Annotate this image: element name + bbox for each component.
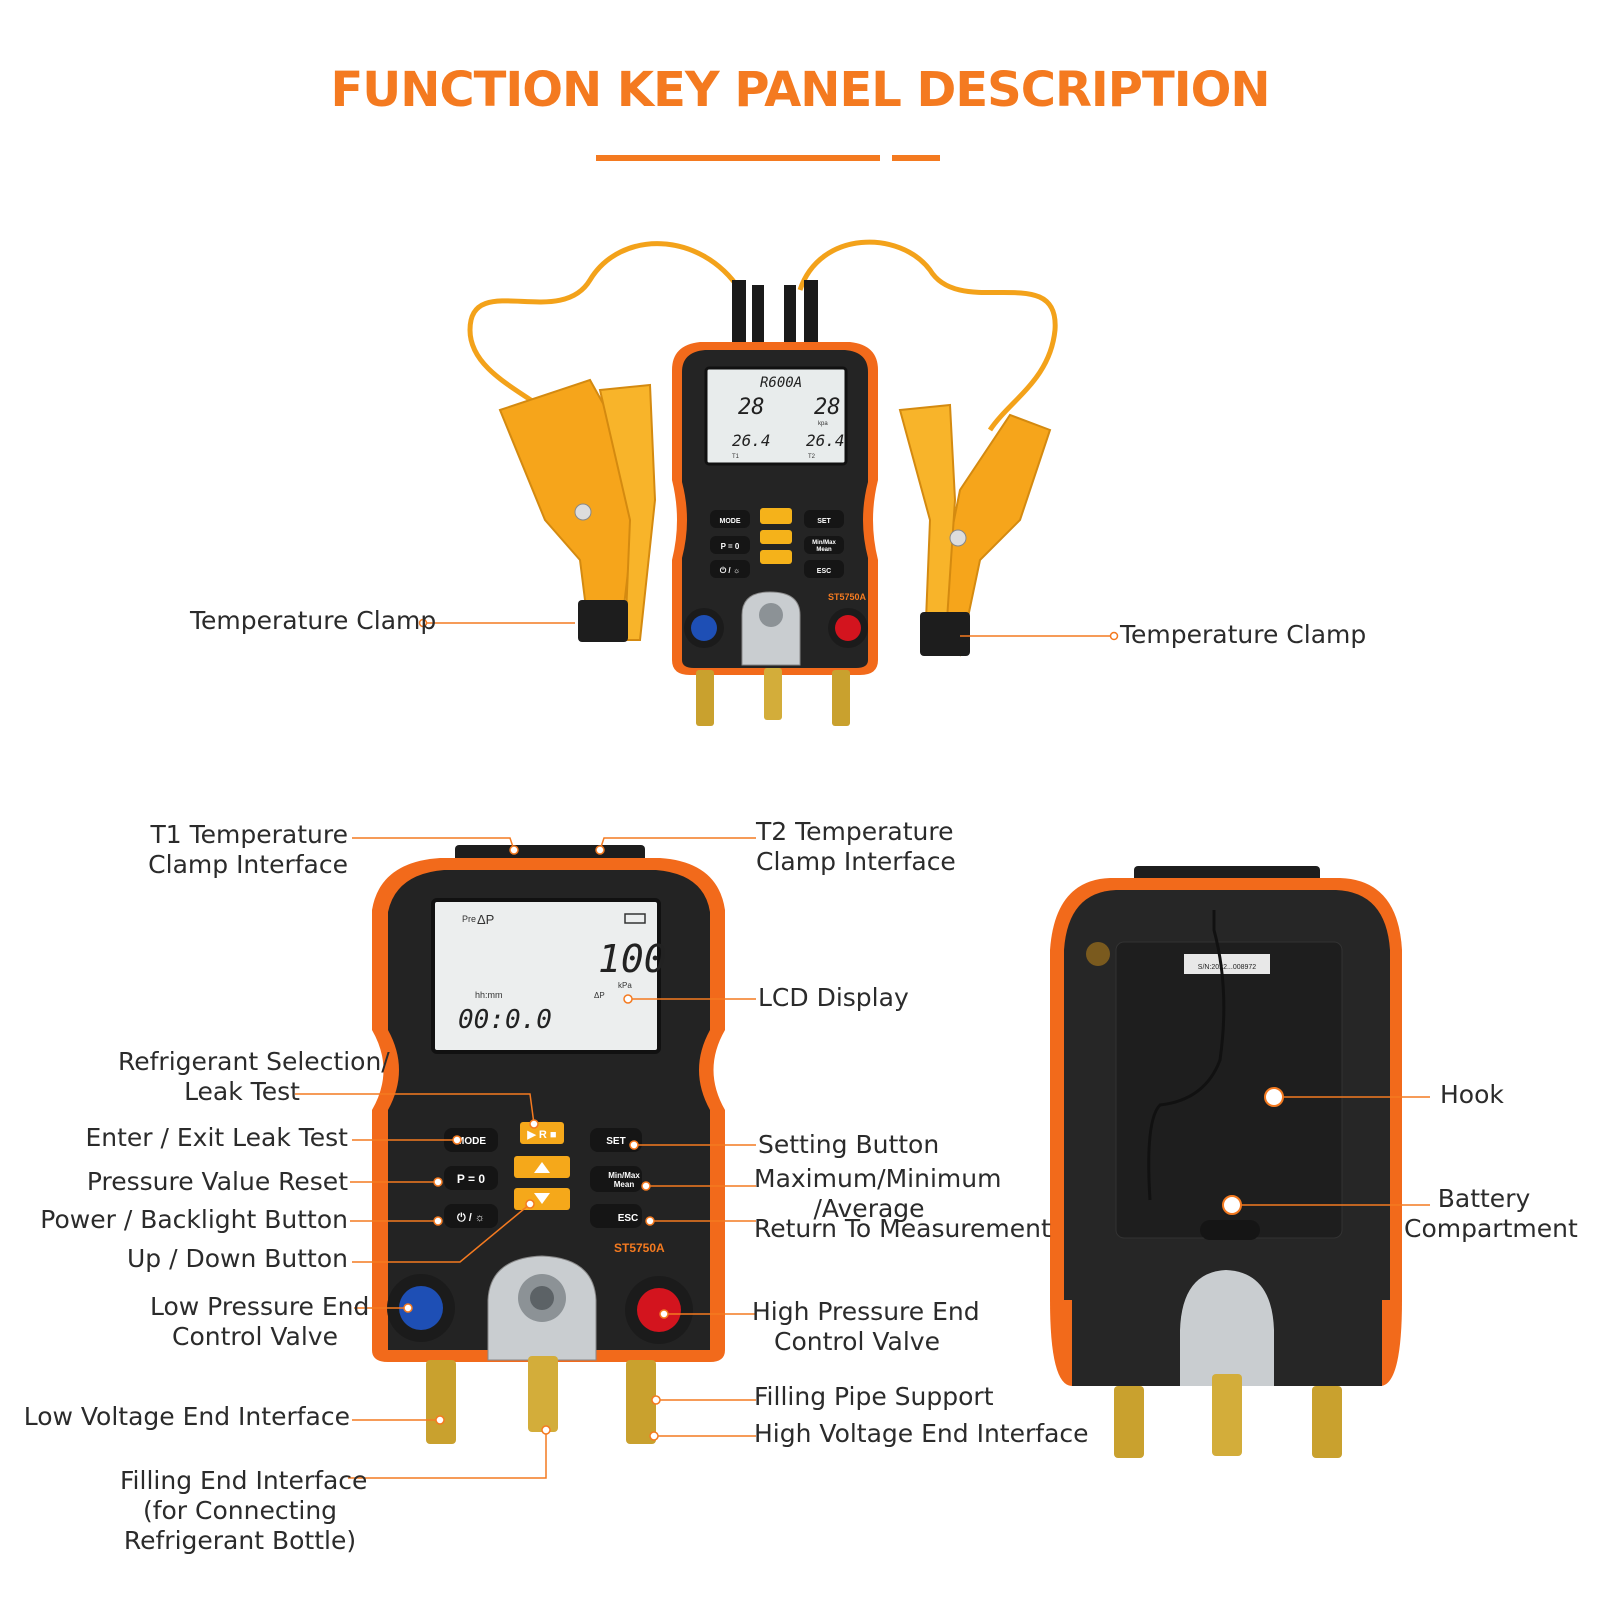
svg-text:Mean: Mean: [614, 1180, 635, 1189]
title-underline-long: [596, 155, 880, 161]
label-return-to-measurement: Return To Measurement: [754, 1214, 1051, 1243]
title-underline-short: [892, 155, 940, 161]
svg-text:ESC: ESC: [817, 568, 831, 575]
label-t1-interface: T1 Temperature Clamp Interface: [148, 820, 348, 879]
svg-text:R600A: R600A: [760, 375, 802, 391]
connector-right: [804, 280, 818, 350]
back-device: S/N:2022...008972: [1050, 866, 1402, 1458]
label-pressure-value-reset: Pressure Value Reset: [86, 1167, 348, 1196]
svg-text:26.4: 26.4: [806, 431, 845, 450]
svg-text:⏻ / ☼: ⏻ / ☼: [457, 1211, 485, 1224]
front-lcd: [431, 898, 661, 1054]
svg-text:Min/Max: Min/Max: [608, 1171, 640, 1180]
label-low-pressure-valve: Low Pressure End Control Valve: [150, 1292, 370, 1351]
svg-text:▶ R ■: ▶ R ■: [526, 1129, 556, 1141]
svg-text:ΔP: ΔP: [477, 912, 494, 927]
svg-text:SET: SET: [817, 518, 831, 525]
label-t2-interface: T2 Temperature Clamp Interface: [756, 817, 956, 876]
left-cable: [467, 241, 743, 423]
label-setting-button: Setting Button: [758, 1130, 940, 1159]
label-enter-exit-leak-test: Enter / Exit Leak Test: [85, 1123, 348, 1152]
label-hook: Hook: [1440, 1080, 1504, 1109]
connector-left: [732, 280, 746, 350]
svg-text:MODE: MODE: [720, 518, 741, 525]
label-temperature-clamp-right: Temperature Clamp: [1120, 620, 1367, 649]
label-refrigerant-selection: Refrigerant Selection/ Leak Test: [118, 1047, 390, 1106]
label-temperature-clamp-left: Temperature Clamp: [190, 606, 437, 635]
top-lcd: [704, 366, 848, 466]
label-lcd-display: LCD Display: [758, 983, 909, 1012]
svg-text:T1: T1: [732, 454, 740, 460]
svg-text:P = 0: P = 0: [457, 1172, 485, 1186]
svg-text:ESC: ESC: [618, 1213, 639, 1224]
label-filling-end-interface: Filling End Interface (for Connecting Re…: [120, 1466, 368, 1555]
label-filling-pipe-support: Filling Pipe Support: [754, 1382, 994, 1411]
page-title: FUNCTION KEY PANEL DESCRIPTION: [330, 62, 1270, 118]
svg-text:hh:mm: hh:mm: [475, 990, 503, 1000]
label-power-backlight: Power / Backlight Button: [40, 1205, 348, 1234]
svg-text:ST5750A: ST5750A: [828, 592, 867, 602]
label-low-voltage-interface: Low Voltage End Interface: [23, 1402, 350, 1431]
svg-text:MODE: MODE: [456, 1136, 486, 1147]
label-high-voltage-interface: High Voltage End Interface: [754, 1419, 1089, 1448]
svg-text:⏻ / ☼: ⏻ / ☼: [720, 566, 740, 575]
svg-text:28: 28: [738, 395, 765, 420]
top-device-with-clamps: R600A 28 28 kpa 26.4 26.4 T1 T2 MODE P =…: [418, 239, 1119, 726]
label-high-pressure-valve: High Pressure End Control Valve: [752, 1297, 980, 1356]
svg-text:SET: SET: [606, 1136, 625, 1147]
svg-text:26.4: 26.4: [732, 431, 771, 450]
svg-text:ΔP: ΔP: [594, 991, 605, 1000]
svg-text:28: 28: [814, 395, 841, 420]
svg-text:kPa: kPa: [618, 981, 632, 990]
front-leader-lines: [295, 837, 1430, 1479]
svg-text:100: 100: [598, 937, 667, 981]
label-max-min-average: Maximum/Minimum /Average: [754, 1164, 1002, 1223]
svg-text:T2: T2: [808, 454, 816, 460]
svg-text:P = 0: P = 0: [721, 542, 740, 551]
svg-text:kpa: kpa: [818, 421, 828, 427]
label-battery-compartment: Battery Compartment: [1404, 1184, 1578, 1243]
right-cable: [797, 239, 1058, 432]
svg-text:Pre: Pre: [462, 914, 476, 924]
svg-text:ST5750A: ST5750A: [614, 1241, 665, 1255]
label-up-down: Up / Down Button: [126, 1244, 348, 1273]
front-device: Pre ΔP 100 kPa ΔP hh:mm 00:0.0 MODE P = …: [372, 845, 725, 1444]
svg-text:S/N:2022...008972: S/N:2022...008972: [1198, 964, 1256, 971]
front-leader-dots: [403, 845, 669, 1441]
svg-text:Mean: Mean: [816, 547, 832, 553]
svg-text:Min/Max: Min/Max: [812, 540, 836, 546]
svg-text:00:0.0: 00:0.0: [458, 1005, 552, 1035]
